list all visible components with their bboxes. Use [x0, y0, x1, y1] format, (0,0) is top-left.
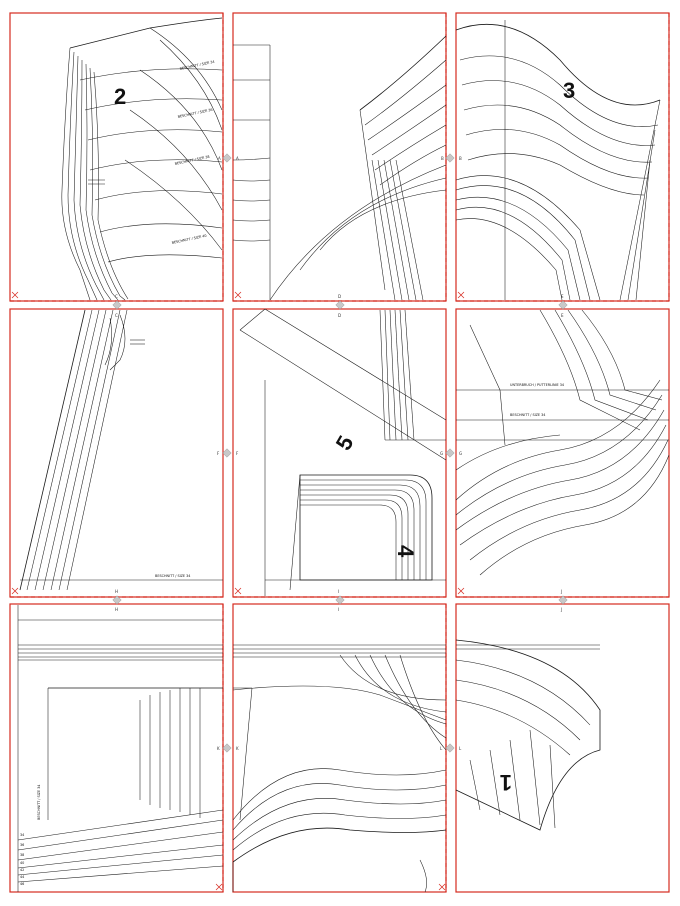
- svg-text:A: A: [218, 156, 221, 161]
- svg-text:44: 44: [20, 875, 24, 879]
- svg-text:BESCHNITT / SIZE 36: BESCHNITT / SIZE 36: [177, 108, 213, 119]
- svg-text:D: D: [338, 294, 341, 299]
- piece-upper-center: [232, 35, 447, 301]
- svg-text:B: B: [441, 156, 444, 161]
- svg-text:BESCHNITT / SIZE 38: BESCHNITT / SIZE 38: [174, 155, 210, 166]
- svg-text:BESCHNITT / SIZE 40: BESCHNITT / SIZE 40: [171, 234, 207, 245]
- svg-text:H: H: [115, 589, 118, 594]
- svg-text:D: D: [338, 313, 341, 318]
- svg-text:G: G: [440, 451, 443, 456]
- piece-number-5: 5: [331, 431, 359, 454]
- tile-frames: [9, 12, 670, 893]
- svg-text:BESCHNITT / SIZE 34: BESCHNITT / SIZE 34: [510, 413, 545, 417]
- piece-5-and-4: 5 4: [239, 308, 447, 596]
- svg-text:F: F: [236, 451, 239, 456]
- glue-edges: [10, 13, 670, 892]
- svg-text:A: A: [236, 156, 239, 161]
- piece-2-lower: BESCHNITT / SIZE 34: [19, 309, 223, 591]
- svg-text:H: H: [115, 607, 118, 612]
- svg-text:J: J: [560, 589, 562, 594]
- piece-2-upper: 2 BESCHNITT / SIZE 34 BESCHNITT / SIZE 3…: [61, 17, 223, 301]
- tile-3: [455, 12, 670, 302]
- piece-number-3: 3: [563, 78, 575, 103]
- svg-text:UNTERBRUCH / PUTTERLINIE 34: UNTERBRUCH / PUTTERLINIE 34: [510, 383, 564, 387]
- marker-letters: A A B B C C D D E E F F G G H I J H I J …: [115, 156, 564, 751]
- corner-marks: [11, 291, 465, 891]
- piece-number-2: 2: [114, 84, 126, 109]
- svg-text:46: 46: [20, 882, 24, 886]
- svg-text:E: E: [561, 313, 564, 318]
- piece-3-sleeve: 3: [455, 20, 661, 301]
- tile-8: [232, 603, 447, 893]
- svg-text:I: I: [338, 589, 339, 594]
- tile-1: [9, 12, 224, 302]
- svg-text:G: G: [459, 451, 462, 456]
- svg-text:42: 42: [20, 868, 24, 872]
- piece-1-right: 1: [455, 639, 601, 831]
- piece-number-4: 4: [393, 545, 418, 558]
- svg-text:C: C: [115, 294, 118, 299]
- svg-text:I: I: [338, 607, 339, 612]
- svg-text:C: C: [115, 313, 118, 318]
- svg-text:J: J: [560, 607, 562, 612]
- svg-text:36: 36: [20, 843, 24, 847]
- piece-3-lower: UNTERBRUCH / PUTTERLINIE 34 BESCHNITT / …: [455, 309, 670, 576]
- svg-text:E: E: [561, 294, 564, 299]
- piece-number-1: 1: [500, 770, 512, 795]
- svg-text:38: 38: [20, 853, 24, 857]
- svg-text:K: K: [236, 746, 239, 751]
- svg-text:BESCHNITT / SIZE 34: BESCHNITT / SIZE 34: [37, 785, 41, 820]
- svg-text:34: 34: [20, 833, 24, 837]
- svg-text:40: 40: [20, 861, 24, 865]
- svg-text:K: K: [217, 746, 220, 751]
- tile-2: [232, 12, 447, 302]
- svg-text:BESCHNITT / SIZE 34: BESCHNITT / SIZE 34: [179, 60, 215, 71]
- svg-text:L: L: [440, 746, 443, 751]
- svg-text:BESCHNITT / SIZE 34: BESCHNITT / SIZE 34: [155, 574, 190, 578]
- svg-text:L: L: [459, 746, 462, 751]
- alignment-markers: [112, 153, 568, 753]
- tile-4: [9, 308, 224, 598]
- svg-text:F: F: [217, 451, 220, 456]
- size-labels-tile7: 34 36 38 40 42 44 46: [20, 833, 24, 886]
- tile-9: [455, 603, 670, 893]
- piece-1-left: BESCHNITT / SIZE 34: [17, 605, 224, 892]
- piece-1-center: [232, 644, 447, 893]
- svg-text:B: B: [459, 156, 462, 161]
